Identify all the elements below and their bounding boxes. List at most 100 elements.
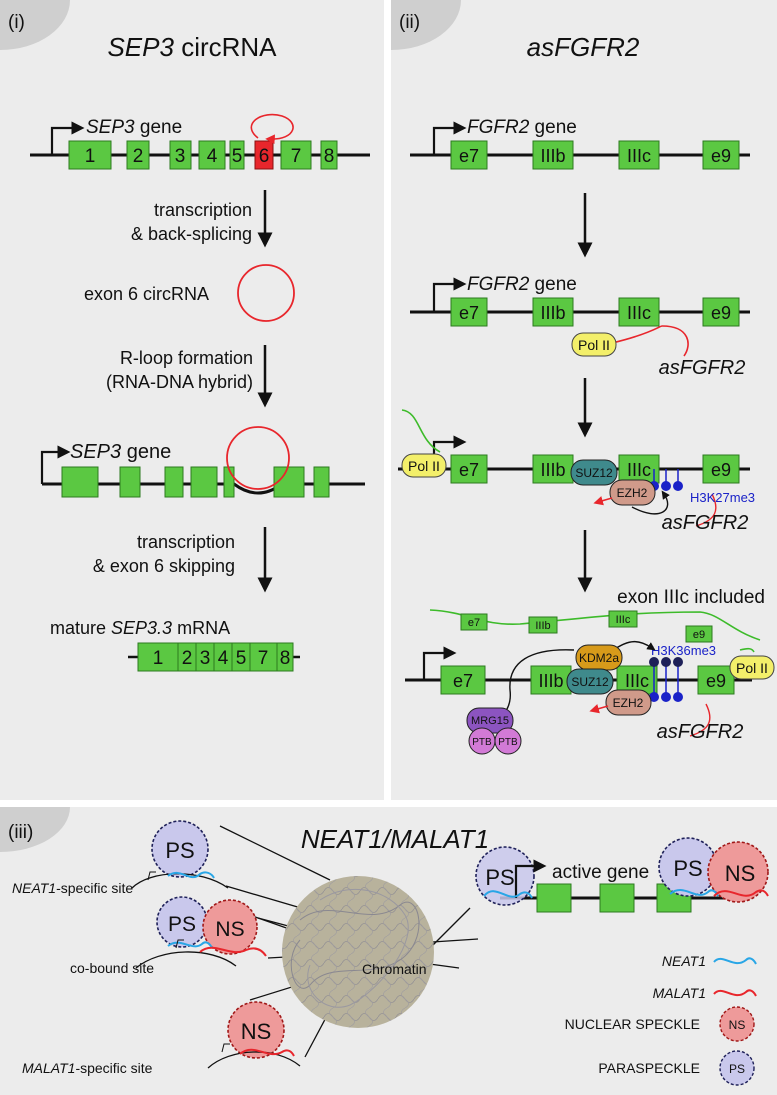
- svg-text:PS: PS: [165, 838, 194, 863]
- panel-iii-id: (iii): [8, 822, 33, 843]
- exon-2-label: 2: [133, 146, 144, 167]
- asfgfr2-label-2: asFGFR2: [662, 512, 749, 534]
- exon-4-label: 4: [207, 146, 218, 167]
- svg-text:PARASPECKLE: PARASPECKLE: [598, 1060, 700, 1076]
- sep3-gene-label: SEP3 gene: [86, 117, 182, 138]
- svg-text:1: 1: [153, 648, 164, 669]
- active-gene: PS active gene PS NS: [475, 837, 769, 913]
- svg-text:e9: e9: [711, 460, 731, 480]
- exon-c: [164, 466, 184, 498]
- svg-text:e7: e7: [453, 671, 473, 691]
- svg-text:NEAT1: NEAT1: [662, 953, 706, 969]
- svg-text:IIIb: IIIb: [540, 146, 565, 166]
- svg-text:IIIb: IIIb: [538, 671, 563, 691]
- suz12-box-2: [566, 668, 614, 695]
- pol2-box-2: [729, 655, 775, 680]
- panel-iii-corner: [0, 807, 70, 852]
- neat1-site: PS NEAT1-specific site: [12, 820, 229, 896]
- asfgfr2-transcript: [611, 325, 689, 357]
- h3k36-marks: [649, 657, 683, 702]
- svg-text:4: 4: [218, 648, 229, 669]
- asfgfr2-label-1: asFGFR2: [659, 357, 746, 379]
- svg-text:FGFR2 gene: FGFR2 gene: [467, 274, 577, 295]
- exon-3-label: 3: [175, 146, 186, 167]
- exon-7: [280, 140, 312, 170]
- panel-i-title: SEP3 circRNA: [107, 32, 277, 62]
- svg-text:IIIc: IIIc: [627, 146, 651, 166]
- malat1-site: NS MALAT1-specific site: [22, 1001, 301, 1076]
- svg-text:IIIb: IIIb: [535, 620, 550, 632]
- exon6-circrna: [237, 264, 295, 322]
- step2-line2: (RNA-DNA hybrid): [106, 372, 253, 392]
- ezh2-box-2: [605, 689, 652, 716]
- svg-text:MALAT1-specific site: MALAT1-specific site: [22, 1060, 153, 1076]
- svg-text:PS: PS: [485, 865, 514, 890]
- cobound-site: PS NS co-bound site: [70, 896, 267, 976]
- tss-arrow-2: [40, 445, 71, 484]
- svg-text:SUZ12: SUZ12: [575, 466, 613, 480]
- exon-6-label: 6: [259, 146, 270, 167]
- panel-ii-title: asFGFR2: [527, 32, 640, 62]
- svg-text:e9: e9: [693, 629, 705, 641]
- chromatin-label: Chromatin: [362, 961, 427, 977]
- exon-b: [119, 466, 141, 498]
- svg-text:5: 5: [236, 648, 247, 669]
- svg-text:e7: e7: [459, 146, 479, 166]
- svg-text:IIIc: IIIc: [625, 671, 649, 691]
- exon-6: [254, 140, 274, 170]
- panel-ii-corner: [391, 0, 461, 50]
- tss-arrow: [50, 121, 85, 155]
- svg-text:MRG15: MRG15: [471, 715, 509, 727]
- svg-text:e9: e9: [711, 303, 731, 323]
- h3k27-label: H3K27me3: [690, 490, 755, 505]
- sep3-gene2-label: SEP3 gene: [70, 441, 171, 463]
- svg-text:NS: NS: [215, 918, 244, 941]
- included-label: exon IIIc included: [617, 587, 765, 608]
- ptb-2: [494, 727, 522, 755]
- svg-text:Pol II: Pol II: [578, 337, 610, 353]
- fgfr2-gene-2: FGFR2 gene e7 IIIb IIIc e9 Pol II asFGFR…: [410, 274, 750, 379]
- sep3-gene-1: SEP3 gene 1 2 3 4 5 6 7 8: [30, 113, 370, 170]
- exon-a: [61, 466, 99, 498]
- panel-iii-title: NEAT1/MALAT1: [301, 824, 489, 854]
- sep3-3-mrna: 1 2 3 4 5 7 8: [128, 642, 300, 672]
- asfgfr2-label-3: asFGFR2: [657, 721, 744, 743]
- svg-text:MALAT1: MALAT1: [653, 985, 706, 1001]
- svg-text:e7: e7: [459, 460, 479, 480]
- exon-5: [229, 140, 245, 170]
- active-gene-label: active gene: [552, 862, 649, 883]
- step3-line2: & exon 6 skipping: [93, 556, 235, 576]
- exon-e: [223, 466, 235, 498]
- panel-i-bg: [0, 0, 384, 800]
- ns-3: [227, 1001, 285, 1059]
- svg-text:NUCLEAR SPECKLE: NUCLEAR SPECKLE: [565, 1016, 700, 1032]
- svg-text:Pol II: Pol II: [736, 660, 768, 676]
- svg-text:NS: NS: [729, 1018, 746, 1032]
- svg-text:8: 8: [280, 648, 291, 669]
- legend: NEAT1 MALAT1 NUCLEAR SPECKLE NS PARASPEC…: [565, 953, 757, 1086]
- svg-text:2: 2: [182, 648, 193, 669]
- panel-i-corner: [0, 0, 70, 50]
- ns-2: [202, 899, 258, 955]
- svg-text:KDM2a: KDM2a: [579, 651, 619, 665]
- exon-3: [169, 140, 192, 170]
- pol2-box: [571, 332, 617, 357]
- svg-text:FGFR2 gene: FGFR2 gene: [467, 117, 577, 138]
- exon-2: [126, 140, 150, 170]
- svg-text:PS: PS: [673, 856, 702, 881]
- exon-g: [313, 466, 330, 498]
- svg-text:IIIb: IIIb: [540, 460, 565, 480]
- exon-5-label: 5: [232, 146, 243, 167]
- ps-gene-1: [475, 846, 535, 906]
- backsplice-loop: [250, 113, 294, 144]
- svg-text:IIIc: IIIc: [616, 614, 631, 626]
- exon-d: [190, 466, 218, 498]
- svg-text:IIIb: IIIb: [540, 303, 565, 323]
- svg-text:PS: PS: [168, 913, 196, 936]
- exon-8-label: 8: [324, 146, 335, 167]
- ns-gene: [707, 841, 769, 903]
- svg-text:7: 7: [258, 648, 269, 669]
- fgfr2-gene-3: Pol II e7 IIIb IIIc e9 SUZ12 EZH2 H3K27m…: [398, 409, 755, 534]
- exon-1-label: 1: [85, 146, 96, 167]
